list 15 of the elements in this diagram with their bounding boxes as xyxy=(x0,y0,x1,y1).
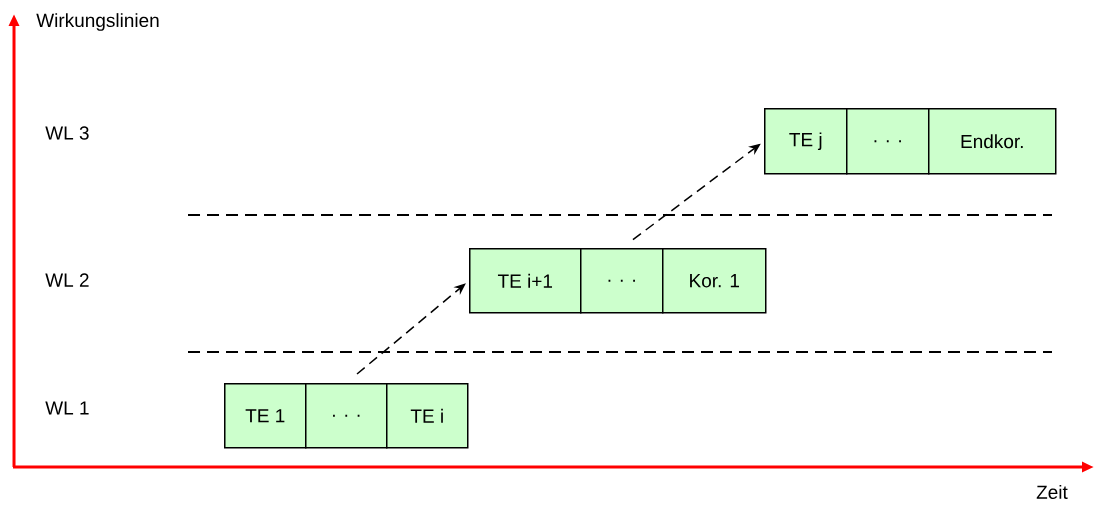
step-box: Endkor. xyxy=(928,108,1057,175)
step-box: TE j xyxy=(764,108,848,175)
step-box: . . . xyxy=(846,108,930,175)
row-label: WL 1 xyxy=(45,401,89,415)
arrow xyxy=(356,283,466,375)
step-box: TE 1 xyxy=(224,383,307,449)
step-box: TE i xyxy=(386,383,469,449)
step-box: TE i+1 xyxy=(469,248,582,314)
step-box: . . . xyxy=(580,248,664,314)
step-box: Kor. 1 xyxy=(662,248,767,314)
axis-title: Wirkungslinien xyxy=(36,13,159,31)
row-label: WL 2 xyxy=(45,273,89,287)
axis-title: Zeit xyxy=(1036,485,1068,499)
step-box: . . . xyxy=(305,383,388,449)
row-label: WL 3 xyxy=(45,126,89,140)
